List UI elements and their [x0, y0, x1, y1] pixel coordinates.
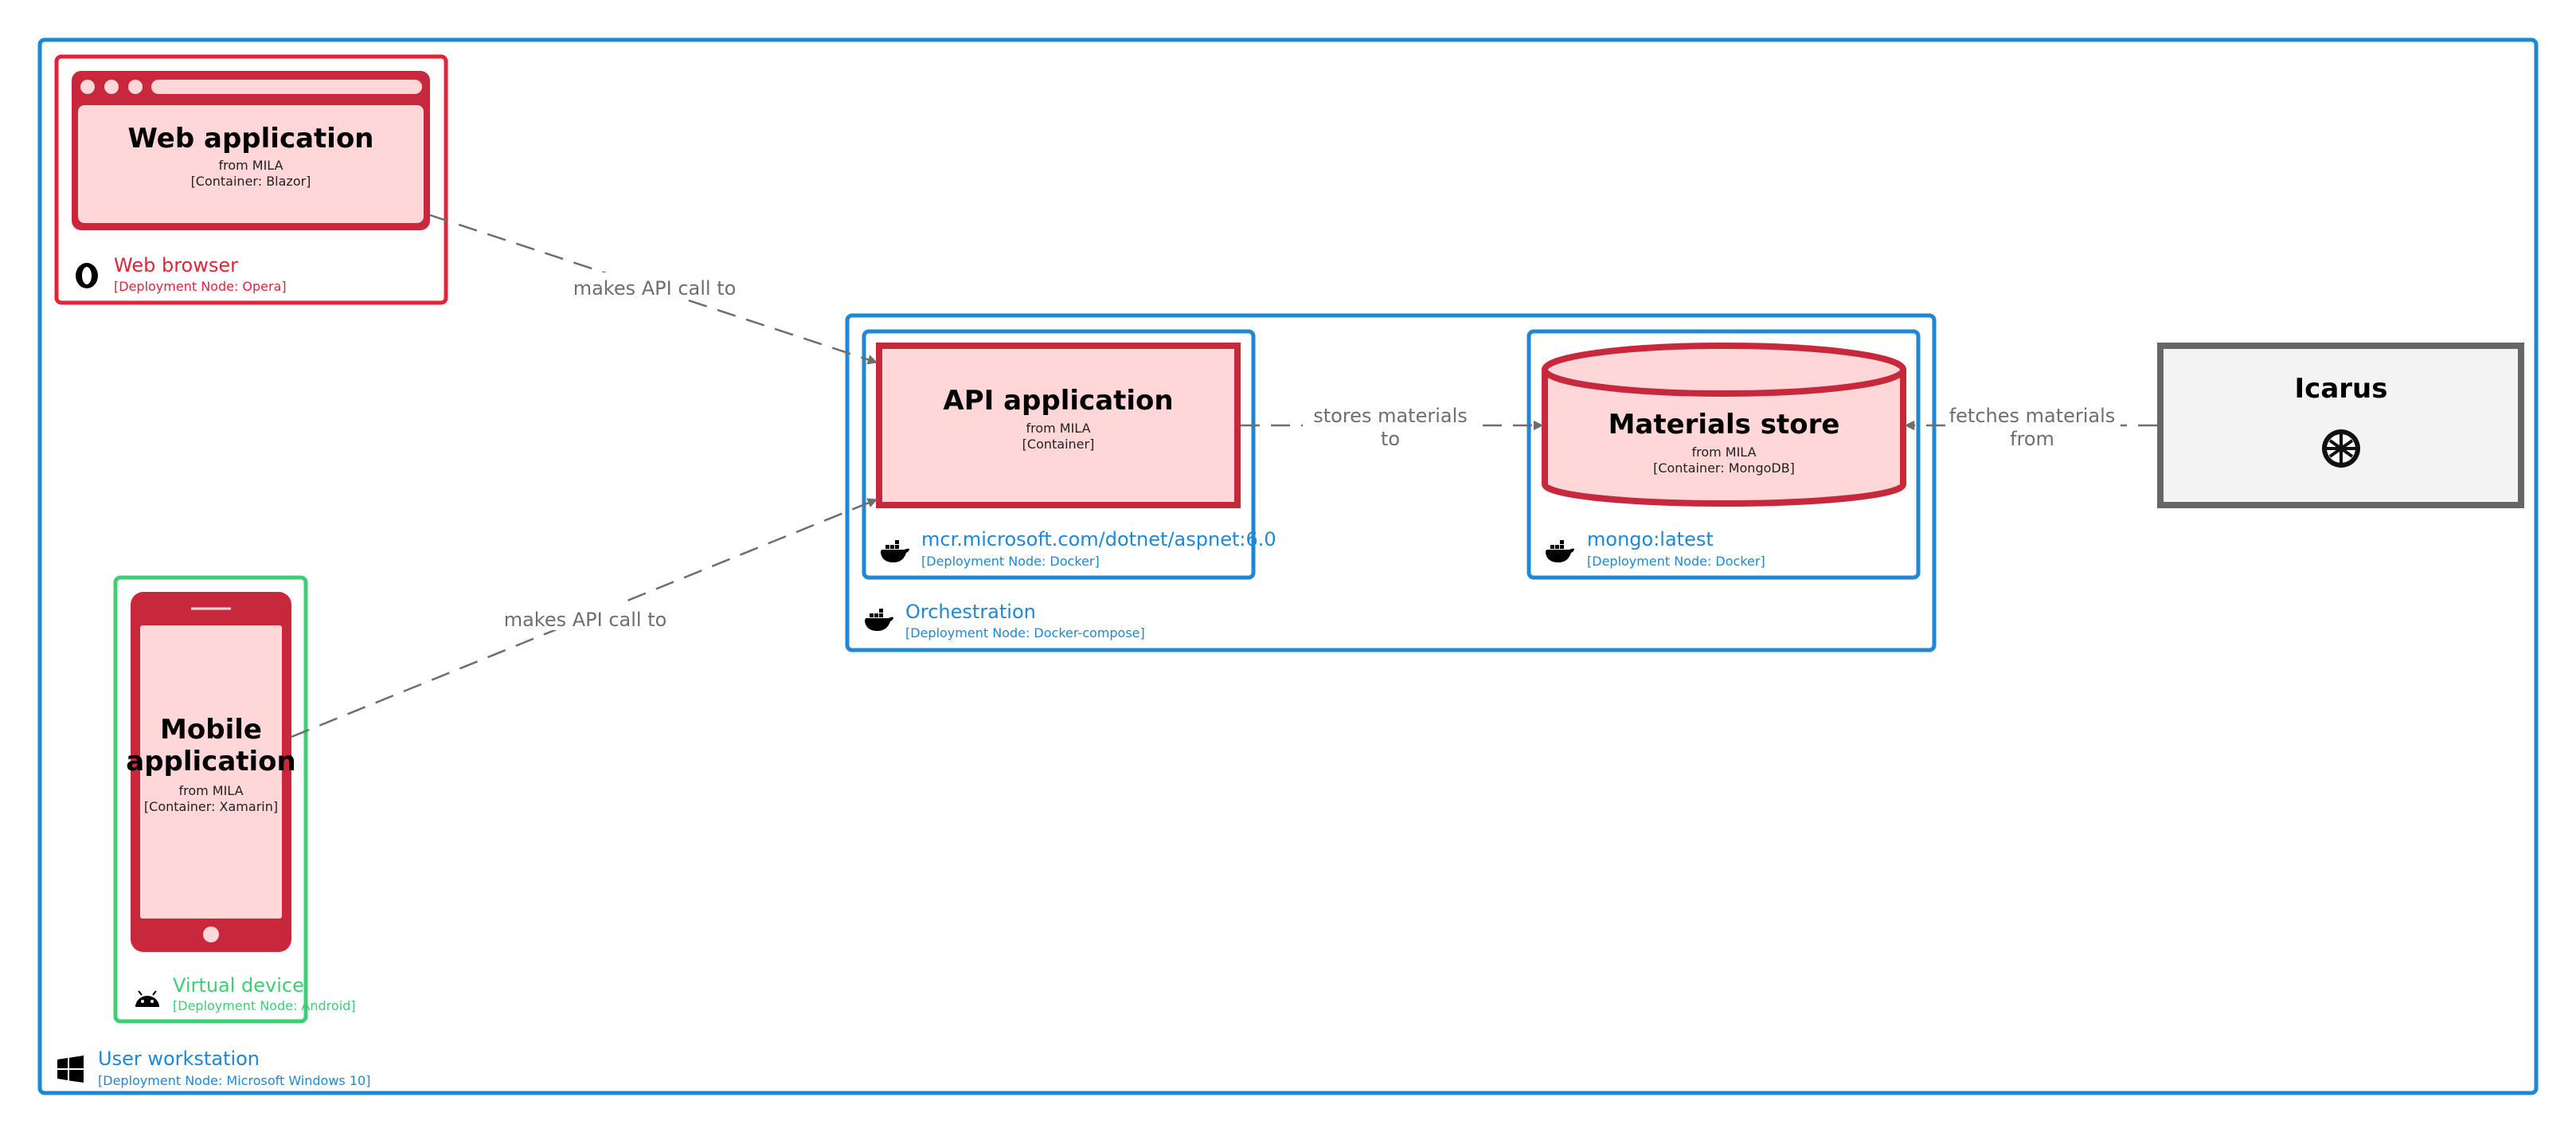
icarus-logo-icon — [2322, 429, 2360, 468]
relationship-label: to — [1381, 428, 1400, 450]
container-title: Materials store — [1609, 409, 1840, 441]
deployment-node-technology: [Deployment Node: Docker] — [921, 554, 1100, 569]
container-title: Mobile — [160, 714, 262, 746]
deployment-node-technology: [Deployment Node: Microsoft Windows 10] — [98, 1073, 370, 1088]
relationship-web-to-api[interactable]: makes API call to — [429, 213, 878, 365]
phone-home-button — [203, 926, 219, 942]
container-api-application[interactable]: API application from MILA [Container] — [876, 343, 1241, 508]
deployment-node-orchestration[interactable]: Orchestration [Deployment Node: Docker-c… — [845, 313, 1937, 652]
container-title: API application — [943, 385, 1173, 417]
deployment-node-name: Web browser — [114, 254, 238, 276]
relationship-label: makes API call to — [573, 277, 737, 300]
deployment-node-user-workstation[interactable]: User workstation [Deployment Node: Micro… — [37, 37, 2539, 1095]
relationship-label: fetches materials — [1949, 405, 2116, 427]
windows-icon — [57, 1056, 84, 1083]
system-title: Icarus — [2295, 373, 2388, 405]
window-dot-icon — [104, 80, 119, 94]
relationship-label: stores materials — [1313, 405, 1468, 427]
deployment-node-name: User workstation — [98, 1048, 260, 1070]
container-technology: [Container: MongoDB] — [1653, 460, 1795, 476]
window-dot-icon — [128, 80, 143, 94]
deployment-node-mongo-docker[interactable]: mongo:latest [Deployment Node: Docker] — [1526, 329, 1921, 580]
deployment-node-virtual-device[interactable]: Virtual device [Deployment Node: Android… — [113, 575, 356, 1024]
relationship-label: from — [2010, 428, 2054, 450]
container-technology: [Container: Blazor] — [191, 174, 311, 189]
window-dot-icon — [80, 80, 95, 94]
deployment-node-technology: [Deployment Node: Docker-compose] — [905, 625, 1145, 640]
container-title: application — [126, 746, 296, 778]
relationship-mobile-to-api[interactable]: makes API call to — [291, 498, 878, 738]
deployment-node-web-browser[interactable]: Web browser [Deployment Node: Opera] — [54, 54, 448, 305]
deployment-node-name: Orchestration — [905, 601, 1036, 623]
opera-icon — [76, 263, 98, 288]
container-materials-store[interactable]: Materials store from MILA [Container: Mo… — [1542, 343, 1906, 507]
container-source: from MILA — [1026, 421, 1090, 436]
relationship-icarus-to-store[interactable]: fetches materials from — [1904, 402, 2157, 450]
deployment-node-technology: [Deployment Node: Docker] — [1587, 554, 1765, 569]
container-source: from MILA — [218, 158, 283, 173]
deployment-node-technology: [Deployment Node: Opera] — [114, 279, 287, 294]
docker-icon — [881, 540, 909, 562]
deployment-node-technology: [Deployment Node: Android] — [173, 998, 356, 1013]
external-system-icarus[interactable]: Icarus — [2157, 343, 2524, 508]
container-title: Web application — [127, 123, 373, 155]
android-icon — [135, 990, 159, 1007]
deployment-node-api-docker[interactable]: mcr.microsoft.com/dotnet/aspnet:6.0 [Dep… — [862, 329, 1276, 580]
container-mobile-application[interactable]: Mobile application from MILA [Container:… — [126, 592, 296, 952]
docker-icon — [1546, 540, 1574, 562]
address-bar — [151, 80, 422, 94]
relationship-label: makes API call to — [504, 609, 667, 631]
container-source: from MILA — [178, 783, 243, 798]
container-web-application[interactable]: Web application from MILA [Container: Bl… — [72, 71, 430, 230]
deployment-node-name: mongo:latest — [1587, 528, 1714, 550]
docker-icon — [865, 609, 893, 631]
container-source: from MILA — [1691, 445, 1756, 460]
deployment-node-name: mcr.microsoft.com/dotnet/aspnet:6.0 — [921, 528, 1276, 550]
relationship-api-to-store[interactable]: stores materials to — [1241, 402, 1544, 450]
container-technology: [Container] — [1022, 437, 1095, 452]
deployment-node-name: Virtual device — [173, 974, 304, 997]
container-technology: [Container: Xamarin] — [144, 799, 278, 814]
